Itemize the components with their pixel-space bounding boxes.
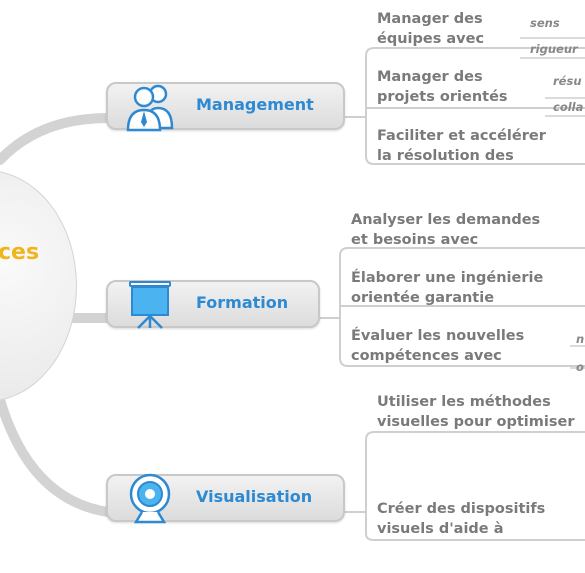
formation-item-2[interactable]: Élaborer une ingénierie orientée garanti… [351, 270, 544, 306]
tag-n[interactable]: n [576, 332, 585, 346]
presentation-board-icon [129, 281, 171, 329]
management-item-2[interactable]: Manager des projets orientés [377, 69, 508, 105]
branch-management[interactable]: Management [106, 82, 345, 132]
formation-item-1[interactable]: Analyser les demandes et besoins avec [351, 212, 541, 248]
formation-item-3[interactable]: Évaluer les nouvelles compétences avec [351, 328, 525, 364]
connector-management-item-3 [365, 117, 585, 165]
connector-center-visualisation [0, 395, 113, 517]
visualisation-item-2[interactable]: Créer des dispositifs visuels d'aide à [377, 501, 546, 537]
connector-formation-item-1 [339, 247, 585, 318]
management-item-1[interactable]: Manager des équipes avec [377, 11, 485, 47]
tag-sens[interactable]: sens [530, 16, 560, 30]
management-item-3[interactable]: Faciliter et accélérer la résolution des [377, 128, 546, 164]
connector-visualisation-item-1 [365, 431, 585, 512]
connector-visualisation-item-2 [365, 512, 585, 541]
branch-formation[interactable]: Formation [106, 280, 320, 329]
tag-colla[interactable]: colla [553, 100, 584, 114]
users-icon [126, 84, 174, 132]
connector-formation-item-3 [339, 318, 585, 367]
tag-rigueur[interactable]: rigueur [530, 42, 578, 56]
webcam-icon [129, 473, 171, 524]
connector-management-item-1 [365, 47, 585, 117]
branch-management-label: Management [196, 95, 314, 114]
branch-formation-label: Formation [196, 293, 289, 312]
tag-resu[interactable]: résu [553, 74, 582, 88]
tag-o[interactable]: o [576, 360, 584, 374]
branch-visualisation[interactable]: Visualisation [106, 473, 345, 524]
central-node-label: ces [0, 240, 40, 265]
visualisation-item-1[interactable]: Utiliser les méthodes visuelles pour opt… [377, 394, 575, 430]
branch-visualisation-label: Visualisation [196, 487, 313, 506]
connector-center-management [0, 113, 113, 165]
